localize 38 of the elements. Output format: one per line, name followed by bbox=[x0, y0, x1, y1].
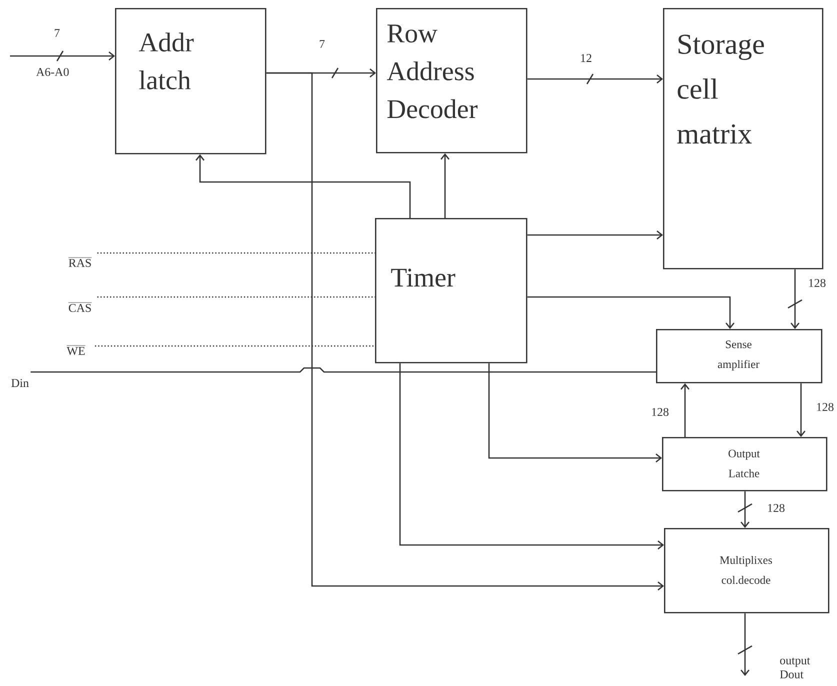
edge-label: 128 bbox=[766, 502, 786, 514]
latch-box: Output Latche bbox=[662, 437, 828, 492]
arrow bbox=[196, 154, 411, 218]
arrow bbox=[440, 153, 450, 218]
signal-name: Din bbox=[11, 379, 29, 387]
signal-name: RAS bbox=[68, 257, 92, 267]
decoder-box: Row Address Decoder bbox=[376, 8, 528, 154]
arrow bbox=[680, 383, 690, 437]
multiplexer-box: Multiplixes col.decode bbox=[664, 528, 830, 614]
bus-arrow bbox=[10, 50, 115, 62]
arrow bbox=[527, 296, 734, 329]
signal-label: A6-A0 bbox=[36, 68, 69, 76]
bus-arrow bbox=[527, 74, 663, 84]
edge-label: 7 bbox=[318, 39, 326, 49]
timer-box: Timer bbox=[375, 218, 528, 364]
edge-label: 7 bbox=[53, 28, 61, 38]
signal-line bbox=[97, 252, 375, 254]
bus-arrow bbox=[738, 491, 752, 528]
edge-label: 128 bbox=[815, 402, 835, 412]
signal-name: WE bbox=[66, 345, 86, 355]
edge-label: 12 bbox=[579, 53, 593, 63]
latch-box: Addr latch bbox=[115, 8, 266, 154]
signal-line bbox=[94, 345, 375, 347]
signal-line bbox=[97, 296, 375, 298]
arrow bbox=[527, 230, 663, 240]
signal-label: output Dout bbox=[780, 658, 810, 678]
arrow bbox=[488, 363, 662, 462]
amplifier-box: Sense amplifier bbox=[656, 329, 822, 384]
arrow bbox=[399, 363, 664, 550]
bus-arrow bbox=[738, 613, 752, 676]
signal-name: CAS bbox=[68, 302, 92, 312]
edge-label: 128 bbox=[650, 406, 670, 418]
edge-label: 128 bbox=[807, 278, 827, 288]
arrow bbox=[796, 383, 806, 437]
matrix-box: Storage cell matrix bbox=[663, 8, 824, 270]
arrow bbox=[266, 72, 664, 590]
bus-arrow bbox=[788, 269, 802, 329]
signal-line bbox=[30, 367, 656, 373]
